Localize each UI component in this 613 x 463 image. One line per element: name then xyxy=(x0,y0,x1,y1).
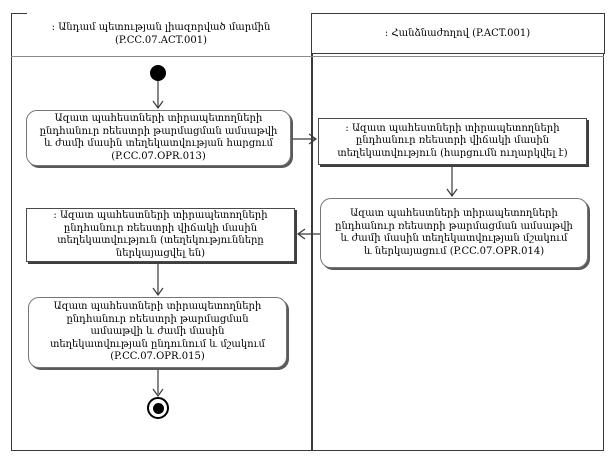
action-receive-process: Ազատ պահեստների տիրապետողների ընդհանուր … xyxy=(28,297,287,368)
flow-receive-action-to-end xyxy=(152,369,164,398)
object-info-submitted: : Ազատ պահեստների տիրապետողների ընդհանու… xyxy=(26,208,295,262)
object-request-sent: : Ազատ պահեստների տիրապետողների ընդհանու… xyxy=(318,118,587,165)
frame-bottom-border xyxy=(11,450,604,451)
final-node-inner-dot xyxy=(152,402,164,414)
flow-request-object-to-process-action xyxy=(446,166,458,198)
lane-header-right-title: : Հանձնաժողով (P.ACT.001) xyxy=(384,27,531,39)
lane-header-right-cell xyxy=(311,13,605,54)
frame-top-left-bracket xyxy=(11,13,27,14)
frame-left-border xyxy=(11,13,12,451)
action-request-info: Ազատ պահեստների տիրապետողների ընդհանուր … xyxy=(26,110,291,166)
flow-info-object-to-receive-action xyxy=(152,262,164,297)
flow-process-action-to-info-object xyxy=(296,228,320,240)
lane-header-left-line1: : Անդամ պետության լիազորված մարմին xyxy=(51,22,271,33)
swimlane-divider xyxy=(311,13,313,451)
lane-header-left: : Անդամ պետության լիազորված մարմին (P.CC… xyxy=(11,13,311,55)
flow-start-to-request-action xyxy=(152,81,164,110)
lane-header-right: : Հանձնաժողով (P.ACT.001) xyxy=(311,13,604,53)
action-process-submit: Ազատ պահեստների տիրապետողների ընդհանուր … xyxy=(320,198,588,268)
header-separator xyxy=(11,56,604,57)
frame-right-border xyxy=(603,13,604,451)
final-node xyxy=(147,397,169,419)
initial-node xyxy=(150,65,166,81)
lane-header-left-line2: (P.CC.07.ACT.001) xyxy=(114,35,208,46)
